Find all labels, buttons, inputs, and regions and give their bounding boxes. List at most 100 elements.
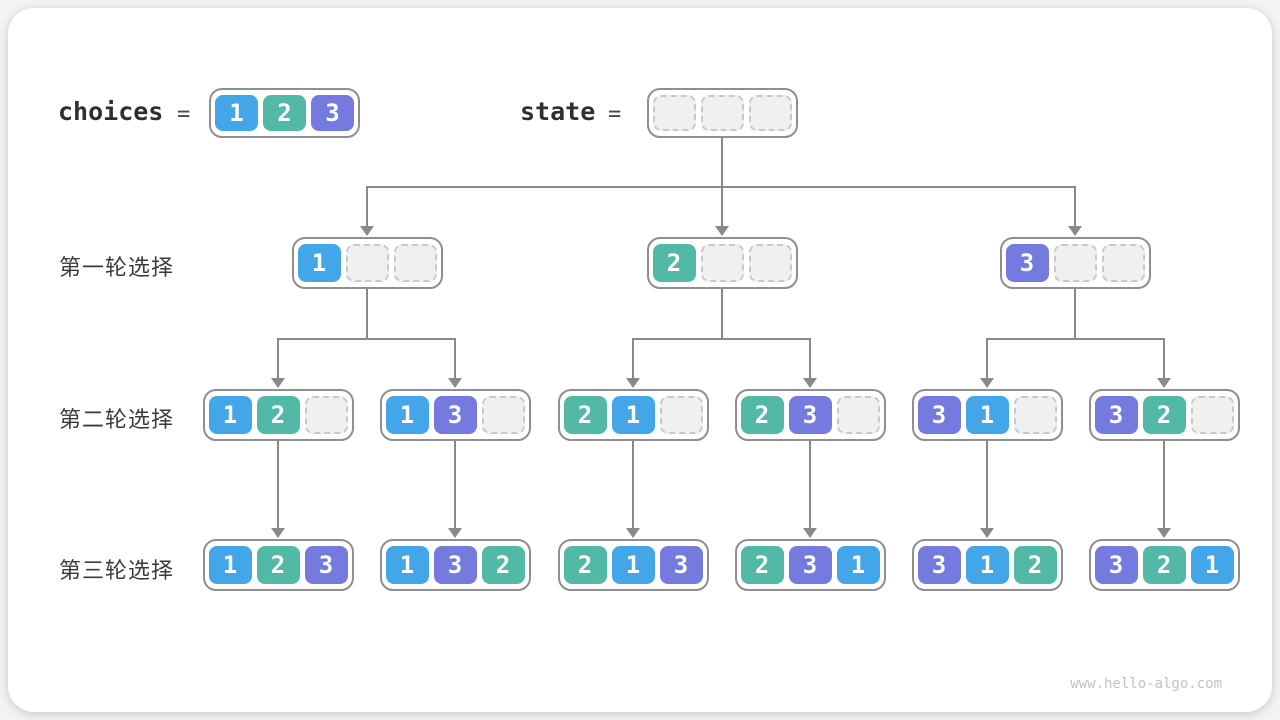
cell-value-1: 1 bbox=[836, 546, 880, 584]
arrowhead-icon bbox=[626, 378, 640, 388]
cell-value-1: 1 bbox=[965, 546, 1009, 584]
cell-value-2: 2 bbox=[256, 396, 300, 434]
arrowhead-icon bbox=[271, 528, 285, 538]
state-label: state bbox=[520, 97, 596, 126]
cell-value-2: 2 bbox=[1013, 546, 1057, 584]
cell-value-1: 1 bbox=[385, 396, 429, 434]
connector-line bbox=[986, 339, 988, 379]
cell-value-3: 3 bbox=[659, 546, 703, 584]
round-1-node-2: 2 bbox=[646, 237, 798, 289]
cell-value-2: 2 bbox=[740, 396, 784, 434]
cell-value-1: 1 bbox=[215, 95, 258, 131]
connector-line bbox=[721, 138, 723, 187]
connector-line bbox=[721, 289, 723, 339]
cell-empty bbox=[749, 95, 792, 131]
cell-value-2: 2 bbox=[256, 546, 300, 584]
diagram-card bbox=[8, 8, 1272, 712]
cell-value-3: 3 bbox=[788, 396, 832, 434]
connector-line bbox=[632, 441, 634, 529]
connector-line bbox=[1074, 289, 1076, 339]
state-equals-sign: = bbox=[608, 102, 622, 127]
cell-value-1: 1 bbox=[965, 396, 1009, 434]
arrowhead-icon bbox=[271, 378, 285, 388]
connector-line bbox=[986, 338, 1165, 340]
cell-value-3: 3 bbox=[304, 546, 348, 584]
choices-equals-sign: = bbox=[177, 102, 191, 127]
connector-line bbox=[721, 187, 723, 227]
connector-line bbox=[809, 441, 811, 529]
connector-line bbox=[809, 339, 811, 379]
cell-empty bbox=[1101, 244, 1145, 282]
connector-line bbox=[454, 339, 456, 379]
cell-empty bbox=[1190, 396, 1234, 434]
cell-empty bbox=[1013, 396, 1057, 434]
connector-line bbox=[632, 339, 634, 379]
round-1-node-1: 1 bbox=[291, 237, 443, 289]
connector-line bbox=[277, 441, 279, 529]
arrowhead-icon bbox=[803, 378, 817, 388]
cell-value-1: 1 bbox=[208, 396, 252, 434]
watermark: www.hello-algo.com bbox=[1070, 676, 1222, 692]
arrowhead-icon bbox=[1068, 226, 1082, 236]
cell-value-3: 3 bbox=[788, 546, 832, 584]
arrowhead-icon bbox=[1157, 378, 1171, 388]
cell-value-2: 2 bbox=[1142, 396, 1186, 434]
arrowhead-icon bbox=[715, 226, 729, 236]
cell-value-2: 2 bbox=[481, 546, 525, 584]
cell-value-1: 1 bbox=[297, 244, 341, 282]
connector-line bbox=[366, 187, 368, 227]
cell-value-2: 2 bbox=[740, 546, 784, 584]
cell-empty bbox=[836, 396, 880, 434]
round-1-label: 第一轮选择 bbox=[59, 255, 175, 280]
cell-value-1: 1 bbox=[611, 546, 655, 584]
cell-empty bbox=[345, 244, 389, 282]
arrowhead-icon bbox=[980, 378, 994, 388]
arrowhead-icon bbox=[803, 528, 817, 538]
round-3-label: 第三轮选择 bbox=[59, 558, 175, 583]
cell-value-1: 1 bbox=[385, 546, 429, 584]
arrowhead-icon bbox=[360, 226, 374, 236]
connector-line bbox=[632, 338, 811, 340]
cell-value-2: 2 bbox=[263, 95, 306, 131]
cell-value-1: 1 bbox=[1190, 546, 1234, 584]
round-2-label: 第二轮选择 bbox=[59, 407, 175, 432]
connector-line bbox=[1163, 339, 1165, 379]
cell-value-2: 2 bbox=[563, 396, 607, 434]
connector-line bbox=[277, 339, 279, 379]
cell-empty bbox=[304, 396, 348, 434]
cell-empty bbox=[701, 95, 744, 131]
connector-line bbox=[454, 441, 456, 529]
cell-empty bbox=[748, 244, 792, 282]
cell-value-1: 1 bbox=[611, 396, 655, 434]
connector-line bbox=[1163, 441, 1165, 529]
cell-value-2: 2 bbox=[1142, 546, 1186, 584]
cell-value-3: 3 bbox=[433, 396, 477, 434]
arrowhead-icon bbox=[448, 378, 462, 388]
cell-value-3: 3 bbox=[917, 396, 961, 434]
cell-empty bbox=[481, 396, 525, 434]
connector-line bbox=[1074, 187, 1076, 227]
arrowhead-icon bbox=[980, 528, 994, 538]
cell-value-2: 2 bbox=[652, 244, 696, 282]
cell-value-3: 3 bbox=[1094, 396, 1138, 434]
cell-value-3: 3 bbox=[311, 95, 354, 131]
cell-empty bbox=[653, 95, 696, 131]
cell-empty bbox=[659, 396, 703, 434]
connector-line bbox=[366, 289, 368, 339]
connector-line bbox=[277, 338, 456, 340]
cell-empty bbox=[700, 244, 744, 282]
cell-value-3: 3 bbox=[1094, 546, 1138, 584]
arrowhead-icon bbox=[448, 528, 462, 538]
arrowhead-icon bbox=[1157, 528, 1171, 538]
cell-value-3: 3 bbox=[433, 546, 477, 584]
